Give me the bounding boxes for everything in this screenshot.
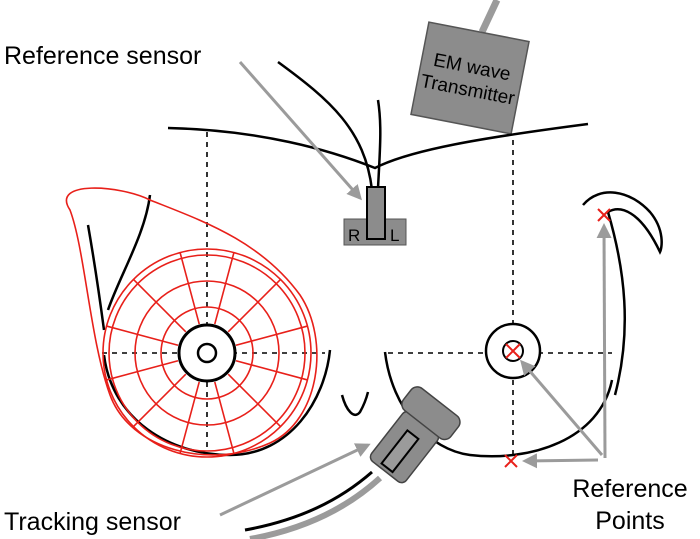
tracking-sensor-label: Tracking sensor <box>4 508 181 536</box>
reference-point-marks <box>504 208 611 468</box>
grid-ring <box>160 306 254 400</box>
grid-sector-line <box>179 381 201 454</box>
grid-sector-line <box>227 278 282 333</box>
em-wave-transmitter: EM wave Transmitter <box>410 21 530 135</box>
reference-point-arrow-3 <box>522 453 599 469</box>
right-lower-outline <box>383 351 614 458</box>
reference-point-arrow-2 <box>520 359 604 456</box>
annotation-arrows <box>219 61 612 517</box>
reference-sensor-cable <box>277 60 374 191</box>
grid-sector-line <box>106 325 179 347</box>
reference-sensor-device: R L <box>343 186 407 246</box>
reference-sensor-body <box>366 186 386 240</box>
transmitter-box <box>410 21 530 135</box>
transmitter-cable <box>478 0 501 34</box>
reference-point-arrow-1 <box>596 223 612 459</box>
reference-sensor-l: L <box>390 226 399 245</box>
grid-outer-ring <box>102 248 312 458</box>
grid-teardrop-outline <box>65 187 318 456</box>
grid-ring <box>134 280 280 426</box>
right-breast <box>383 191 663 458</box>
grid-sector-line <box>106 359 179 381</box>
grid-sector-line <box>132 278 187 333</box>
reference-points-label-line2: Points <box>595 507 664 535</box>
grid-sector-line <box>235 325 308 347</box>
reference-points-label-line1: Reference <box>572 475 687 503</box>
left-upper-outline <box>86 224 106 331</box>
cleavage-mark <box>340 391 370 417</box>
chest-outline <box>167 122 589 170</box>
reference-point-side <box>597 208 611 222</box>
dashed-guides <box>102 132 612 460</box>
left-upper-curve <box>106 194 152 311</box>
grid-sector-line <box>179 252 201 325</box>
probe-sensor-slot <box>380 428 420 474</box>
right-side-outline <box>582 191 663 396</box>
reference-point-bottom <box>504 454 518 468</box>
tracking-sensor-arrow <box>219 443 371 517</box>
reference-point-nipple <box>505 343 521 359</box>
grid-sector-line <box>213 252 235 325</box>
grid-sector-line <box>213 381 235 454</box>
grid-sector-line <box>227 373 282 428</box>
reference-sensor-cable-2 <box>376 99 382 189</box>
tracking-sensor-probe <box>369 386 461 484</box>
reference-sensor-arrow <box>238 61 362 201</box>
polar-grid <box>65 187 318 458</box>
reference-sensor-label: Reference sensor <box>4 42 201 70</box>
tracking-sensor-cable-black <box>244 470 373 532</box>
tracking-sensor-cable-gray <box>249 475 383 539</box>
grid-sector-line <box>235 359 308 381</box>
grid-ring <box>108 254 306 452</box>
grid-sector-line <box>132 373 187 428</box>
reference-sensor-r: R <box>348 226 360 245</box>
probe-head <box>401 386 461 441</box>
left-nipple <box>196 342 218 364</box>
